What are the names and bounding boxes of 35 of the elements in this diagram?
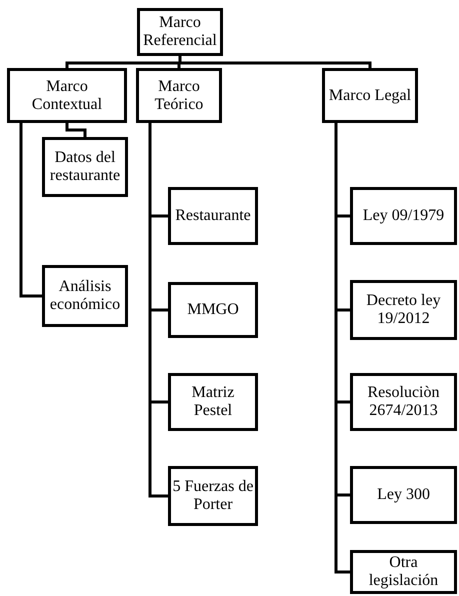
node-label: Datos del restaurante bbox=[48, 149, 122, 185]
connector-line bbox=[334, 123, 350, 574]
text-box bbox=[168, 466, 258, 526]
node-label: Análisis económico bbox=[48, 278, 122, 314]
node-label: Resoluciòn 2674/2013 bbox=[366, 384, 440, 420]
text-box bbox=[168, 187, 258, 245]
node-label: Ley 300 bbox=[377, 486, 430, 504]
text-box bbox=[350, 187, 457, 245]
text-box bbox=[350, 373, 457, 431]
text-box bbox=[136, 68, 222, 123]
text-box bbox=[7, 68, 127, 123]
node-label: Matriz Pestel bbox=[190, 384, 236, 420]
node-label: Marco Contextual bbox=[30, 78, 104, 114]
node-label: Ley 09/1979 bbox=[362, 207, 444, 225]
connector-line bbox=[178, 56, 372, 68]
text-box bbox=[350, 280, 457, 340]
node-label: MMGO bbox=[187, 301, 239, 319]
node-label: Marco Legal bbox=[328, 86, 412, 104]
node-label: Otra legislación bbox=[368, 554, 440, 590]
text-box bbox=[42, 137, 128, 197]
node-label: Decreto ley 19/2012 bbox=[365, 292, 442, 328]
node-label: Marco Referencial bbox=[142, 14, 218, 50]
connector-line bbox=[20, 123, 42, 298]
text-box bbox=[168, 373, 258, 431]
text-box bbox=[168, 282, 258, 338]
text-box bbox=[137, 8, 223, 56]
text-box bbox=[322, 68, 418, 123]
node-label: Marco Teórico bbox=[154, 78, 204, 114]
connector-line bbox=[148, 123, 168, 498]
node-label: Restaurante bbox=[175, 207, 251, 225]
node-label: 5 Fuerzas de Porter bbox=[172, 478, 254, 514]
text-box bbox=[350, 466, 457, 524]
text-box bbox=[350, 550, 457, 594]
text-box bbox=[42, 265, 128, 327]
connector-line bbox=[66, 123, 86, 137]
